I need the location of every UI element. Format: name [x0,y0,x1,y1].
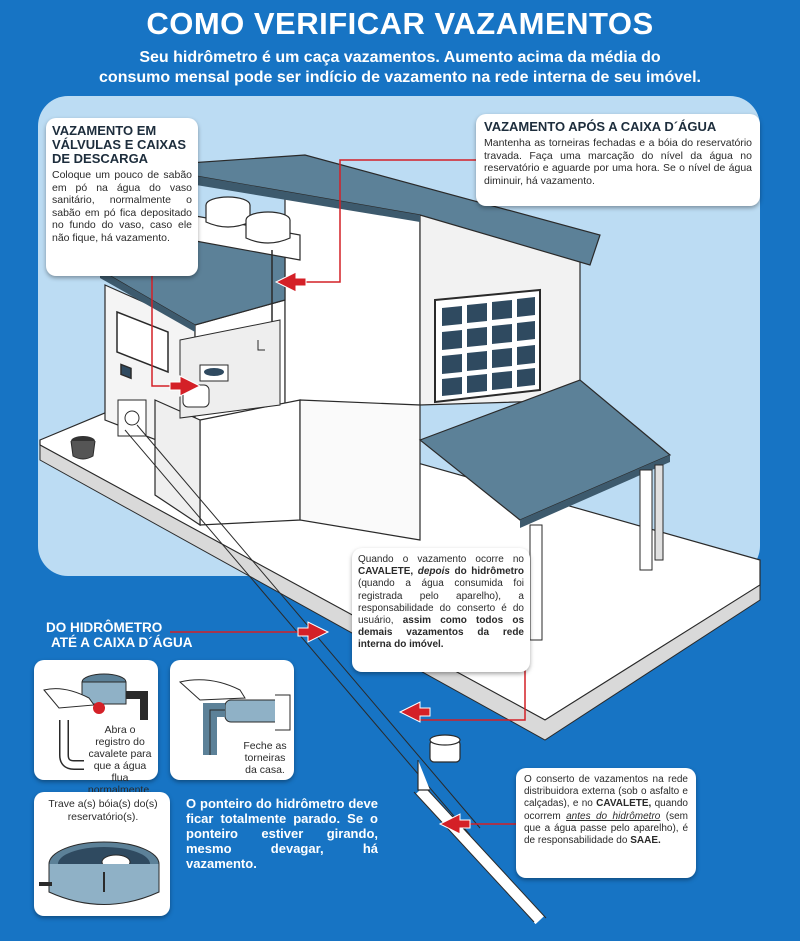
card-cavalete-user: Quando o vazamento ocorre no CAVALETE, d… [352,548,530,672]
card-valves-title: VAZAMENTO EM VÁLVULAS E CAIXAS DE DESCAR… [52,123,187,166]
saae-text-6: SAAE. [630,835,661,847]
hydrometer [417,734,461,791]
section-line-2: ATÉ A CAIXA D´ÁGUA [51,635,193,650]
step-open-valve-text: Abra o registro do cavalete para que a á… [87,724,153,796]
tap-icon [178,679,291,755]
valve-hand-icon [43,673,148,770]
saae-text-1: O conserto de vazamentos na rede distrib… [524,774,688,810]
indicator-arrows [169,271,471,835]
step-lock-float: Trave a(s) bóia(s) do(s) reservatório(s)… [34,792,170,916]
cavalete-text-6: assim como todos os demais vazamentos da… [358,615,525,651]
section-line-1: DO HIDRÔMETRO [46,620,163,635]
bucket [70,440,96,460]
section-hydrometer-to-tank: DO HIDRÔMETRO ATÉ A CAIXA D´ÁGUA [46,620,206,650]
page-subtitle: Seu hidrômetro é um caça vazamentos. Aum… [40,48,760,88]
card-leak-valves: VAZAMENTO EM VÁLVULAS E CAIXAS DE DESCAR… [46,118,198,276]
saae-text-2: CAVALETE, [596,798,652,810]
cavalete-text-1: Quando o vazamento ocorre no [358,554,524,565]
tank-float-icon [39,841,160,905]
saae-text-5: (sem que a água passe pelo aparelho), é … [524,810,688,847]
card-valves-text: Coloque um pouco de sabão em pó na água … [52,169,192,244]
saae-text-3: quando ocorrem [524,798,688,822]
step-close-taps: Feche as torneiras da casa. [170,660,294,780]
cavalete-text-2: CAVALETE, [358,566,414,578]
card-saae-responsibility: O conserto de vazamentos na rede distrib… [516,768,696,878]
subtitle-line-1: Seu hidrômetro é um caça vazamentos. Aum… [139,49,661,66]
left-window [116,310,169,380]
subtitle-line-2: consumo mensal pode ser indício de vazam… [99,69,701,86]
cavalete-text-3: depois [417,566,450,578]
cavalete-text-5: (quando a água consumida foi registrada … [358,578,524,627]
saae-text-4: antes do hidrômetro [566,810,661,822]
pointer-instruction: O ponteiro do hidrômetro deve ficar tota… [186,796,378,871]
card-tank-title: VAZAMENTO APÓS A CAIXA D´ÁGUA [484,119,717,134]
main-window [434,288,541,404]
page-title: COMO VERIFICAR VAZAMENTOS [146,6,654,41]
step-close-taps-text: Feche as torneiras da casa. [243,740,287,776]
card-leak-after-tank: VAZAMENTO APÓS A CAIXA D´ÁGUA Mantenha a… [476,114,760,206]
cavalete-text-4: do hidrômetro [454,566,525,578]
step-lock-float-text: Trave a(s) bóia(s) do(s) reservatório(s)… [48,798,158,823]
card-tank-text: Mantenha as torneiras fechadas e a bóia … [484,137,752,187]
step-open-valve: Abra o registro do cavalete para que a á… [34,660,158,796]
